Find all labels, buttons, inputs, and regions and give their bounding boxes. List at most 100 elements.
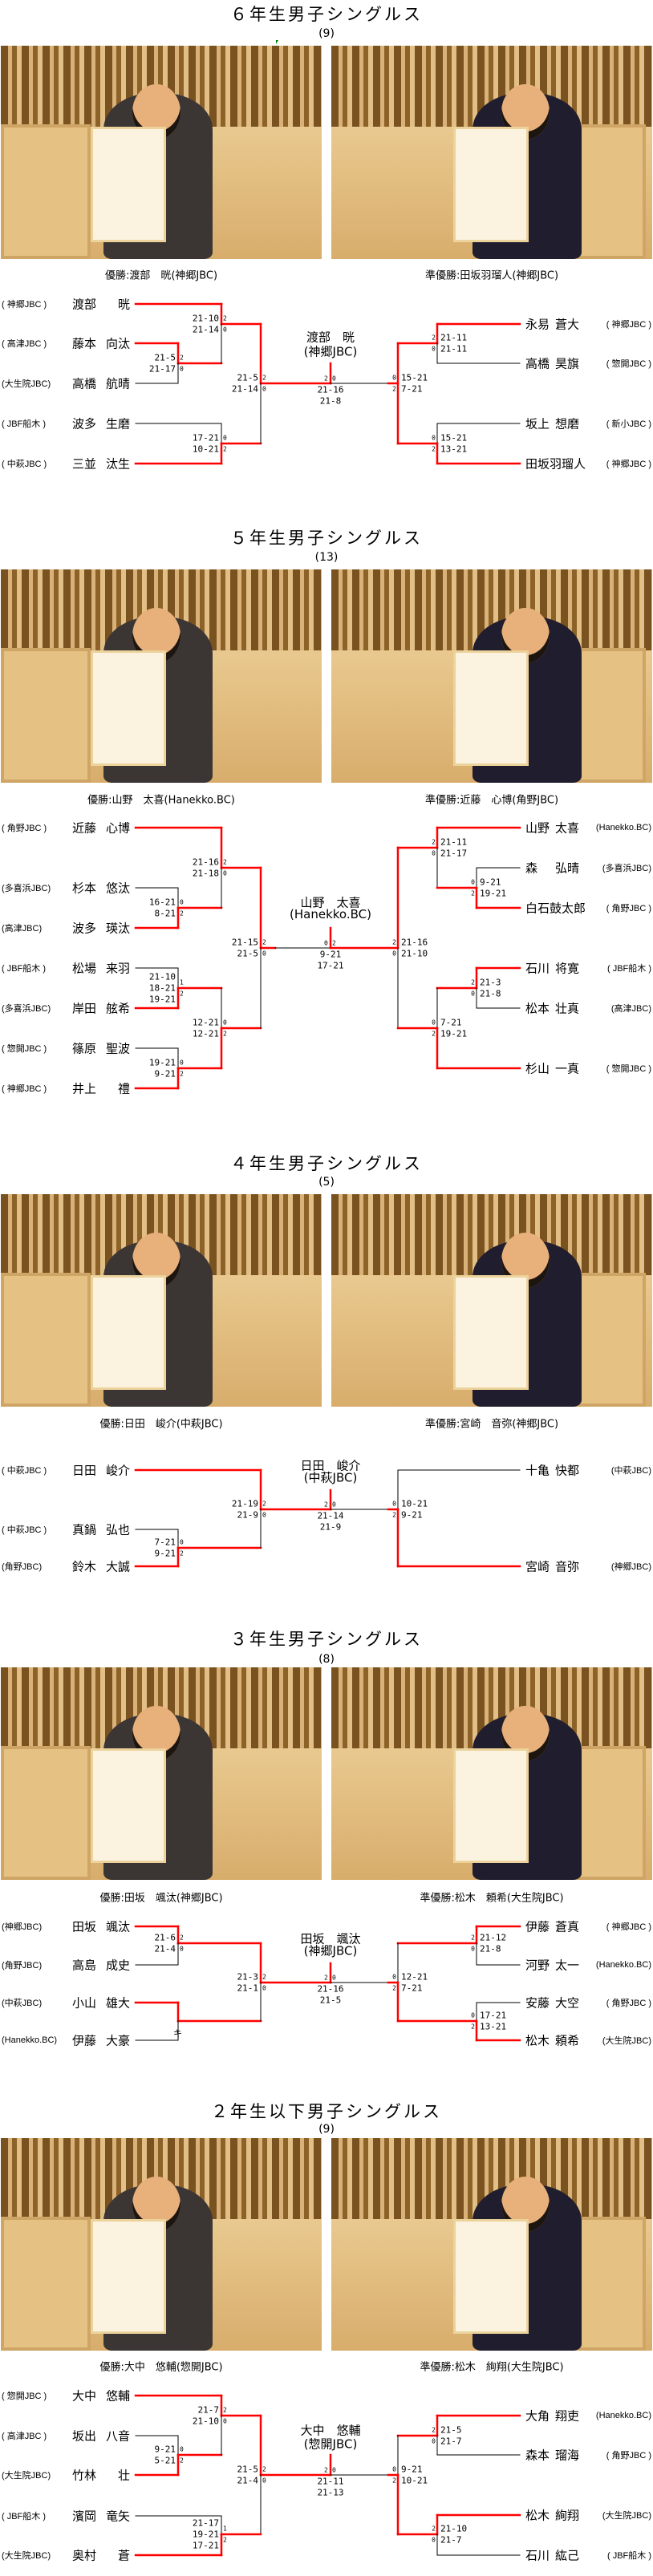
player-surname: 日田: [72, 1463, 97, 1478]
game-score: 21-5: [440, 2424, 462, 2436]
game-score: 21-5: [237, 372, 259, 383]
game-score: 21-3: [237, 1971, 259, 1983]
game-score: 21-10: [401, 948, 428, 959]
player-given-name: 汰生: [105, 456, 130, 472]
winner-caption: 優勝:大中 悠輔(惣開JBC): [99, 2361, 223, 2374]
game-score: 10-21: [401, 2475, 428, 2486]
games-won: 2: [471, 1934, 475, 1942]
player-club: ( 中萩JBC ): [2, 460, 47, 469]
player-surname: 渡部: [72, 297, 97, 312]
player-surname: 伊藤: [72, 2033, 97, 2048]
games-won: 2: [432, 838, 436, 846]
games-won: 0: [471, 878, 475, 886]
player-given-name: 昊旗: [555, 356, 580, 371]
game-score: 21-7: [440, 2534, 462, 2546]
player-club: (Hanekko.BC): [595, 823, 651, 832]
player-club: ( 角野JBC ): [606, 1999, 651, 2008]
game-score: 21-8: [480, 1943, 501, 1954]
game-score: 9-21: [401, 1509, 423, 1521]
player-surname: 森本: [525, 2448, 550, 2463]
player-club: (神郷JBC): [610, 1562, 651, 1572]
player-surname: 坂出: [72, 2428, 97, 2444]
winner-photo: [1, 2138, 322, 2351]
final-games-won: 0: [332, 2466, 336, 2474]
player-club: ( 角野JBC ): [606, 904, 651, 913]
game-score: 21-19: [231, 1498, 258, 1509]
player-surname: 松木: [525, 2033, 550, 2048]
games-won: 2: [392, 1511, 396, 1519]
runner-up-caption: 準優勝:田坂羽瑠人(神郷JBC): [424, 269, 559, 282]
game-score: 21-14: [192, 324, 219, 335]
player-given-name: 聖波: [105, 1041, 130, 1056]
player-given-name: 来羽: [105, 961, 130, 976]
games-won: 0: [392, 2465, 396, 2473]
section-title: ２年生以下男子シングルス: [211, 2102, 442, 2121]
player-given-name: 航晴: [105, 376, 130, 391]
game-score: 21-16: [401, 937, 428, 948]
game-score: 21-10: [192, 313, 219, 324]
certificate: [453, 1748, 529, 1864]
player-club: (大生院JBC): [2, 2471, 51, 2481]
final-games-won: 2: [324, 1501, 328, 1509]
door-image-area: [1, 124, 91, 259]
certificate: [453, 2218, 529, 2335]
game-score: 15-21: [440, 432, 468, 444]
player-club: ( 惣開JBC ): [606, 1064, 651, 1074]
game-score: 9-21: [401, 2464, 423, 2475]
game-score: 15-21: [401, 372, 428, 383]
final-games-won: 0: [332, 1974, 336, 1982]
games-won: 0: [432, 849, 436, 857]
player-surname: 安藤: [525, 1995, 550, 2011]
game-score: 16-21: [148, 897, 176, 908]
game-score: 12-21: [401, 1971, 428, 1983]
player-club: ( JBF船木 ): [607, 964, 651, 974]
games-won: 2: [223, 1030, 227, 1038]
player-club: ( 神郷JBC ): [2, 1084, 47, 1094]
player-club: ( 惣開JBC ): [2, 2392, 47, 2401]
player-club: (高津JBC): [610, 1004, 651, 1014]
player-given-name: 心博: [105, 820, 130, 836]
player-club: (中萩JBC): [2, 1999, 43, 2008]
game-score: 21-11: [440, 332, 468, 343]
player-club: ( 新小JBC ): [606, 419, 651, 429]
games-won: 0: [262, 950, 266, 958]
participant-count: (13): [314, 551, 339, 564]
player-given-name: 快都: [555, 1463, 580, 1478]
runner-up-photo: [331, 569, 652, 783]
games-won: 0: [180, 365, 184, 373]
player-surname: 松木: [525, 2508, 550, 2523]
games-won: 2: [223, 858, 227, 866]
player-club: ( 中萩JBC ): [2, 1466, 47, 1476]
game-score: 9-21: [154, 2444, 176, 2455]
player-surname: 石川: [525, 2548, 550, 2563]
champion-club: (中萩JBC): [303, 1470, 358, 1485]
game-score: 21-11: [440, 343, 468, 354]
player-surname: 永易: [525, 317, 550, 332]
player-club: ( 角野JBC ): [606, 2451, 651, 2461]
game-score: 21-12: [480, 1932, 507, 1943]
games-won: 2: [432, 334, 436, 342]
player-surname: 竹林: [72, 2468, 97, 2483]
player-club: (大生院JBC): [602, 2511, 651, 2521]
player-given-name: 颯汰: [105, 1919, 130, 1934]
final-game-score: 21-9: [319, 1521, 342, 1533]
player-surname: 白石鼓太郎: [525, 901, 586, 916]
games-won: 2: [180, 990, 184, 998]
player-club: (大生院JBC): [2, 2551, 51, 2561]
player-surname: 小山: [72, 1995, 97, 2011]
player-surname: 山野: [525, 820, 550, 836]
games-won: 0: [180, 1059, 184, 1067]
participant-count: (9): [318, 27, 335, 40]
games-won: 0: [392, 1973, 396, 1981]
games-won: 2: [180, 354, 184, 362]
player-surname: 森: [525, 861, 538, 876]
games-won: 0: [223, 326, 227, 334]
champion-club: (Hanekko.BC): [290, 907, 371, 921]
player-given-name: 竜矢: [105, 2509, 130, 2524]
player-surname: 松本: [525, 1001, 550, 1016]
games-won: 2: [392, 2477, 396, 2485]
player-surname: 高橋: [72, 376, 97, 391]
participant-count: (9): [318, 2123, 335, 2136]
games-won: 2: [471, 978, 475, 986]
player-surname: 高橋: [525, 356, 550, 371]
